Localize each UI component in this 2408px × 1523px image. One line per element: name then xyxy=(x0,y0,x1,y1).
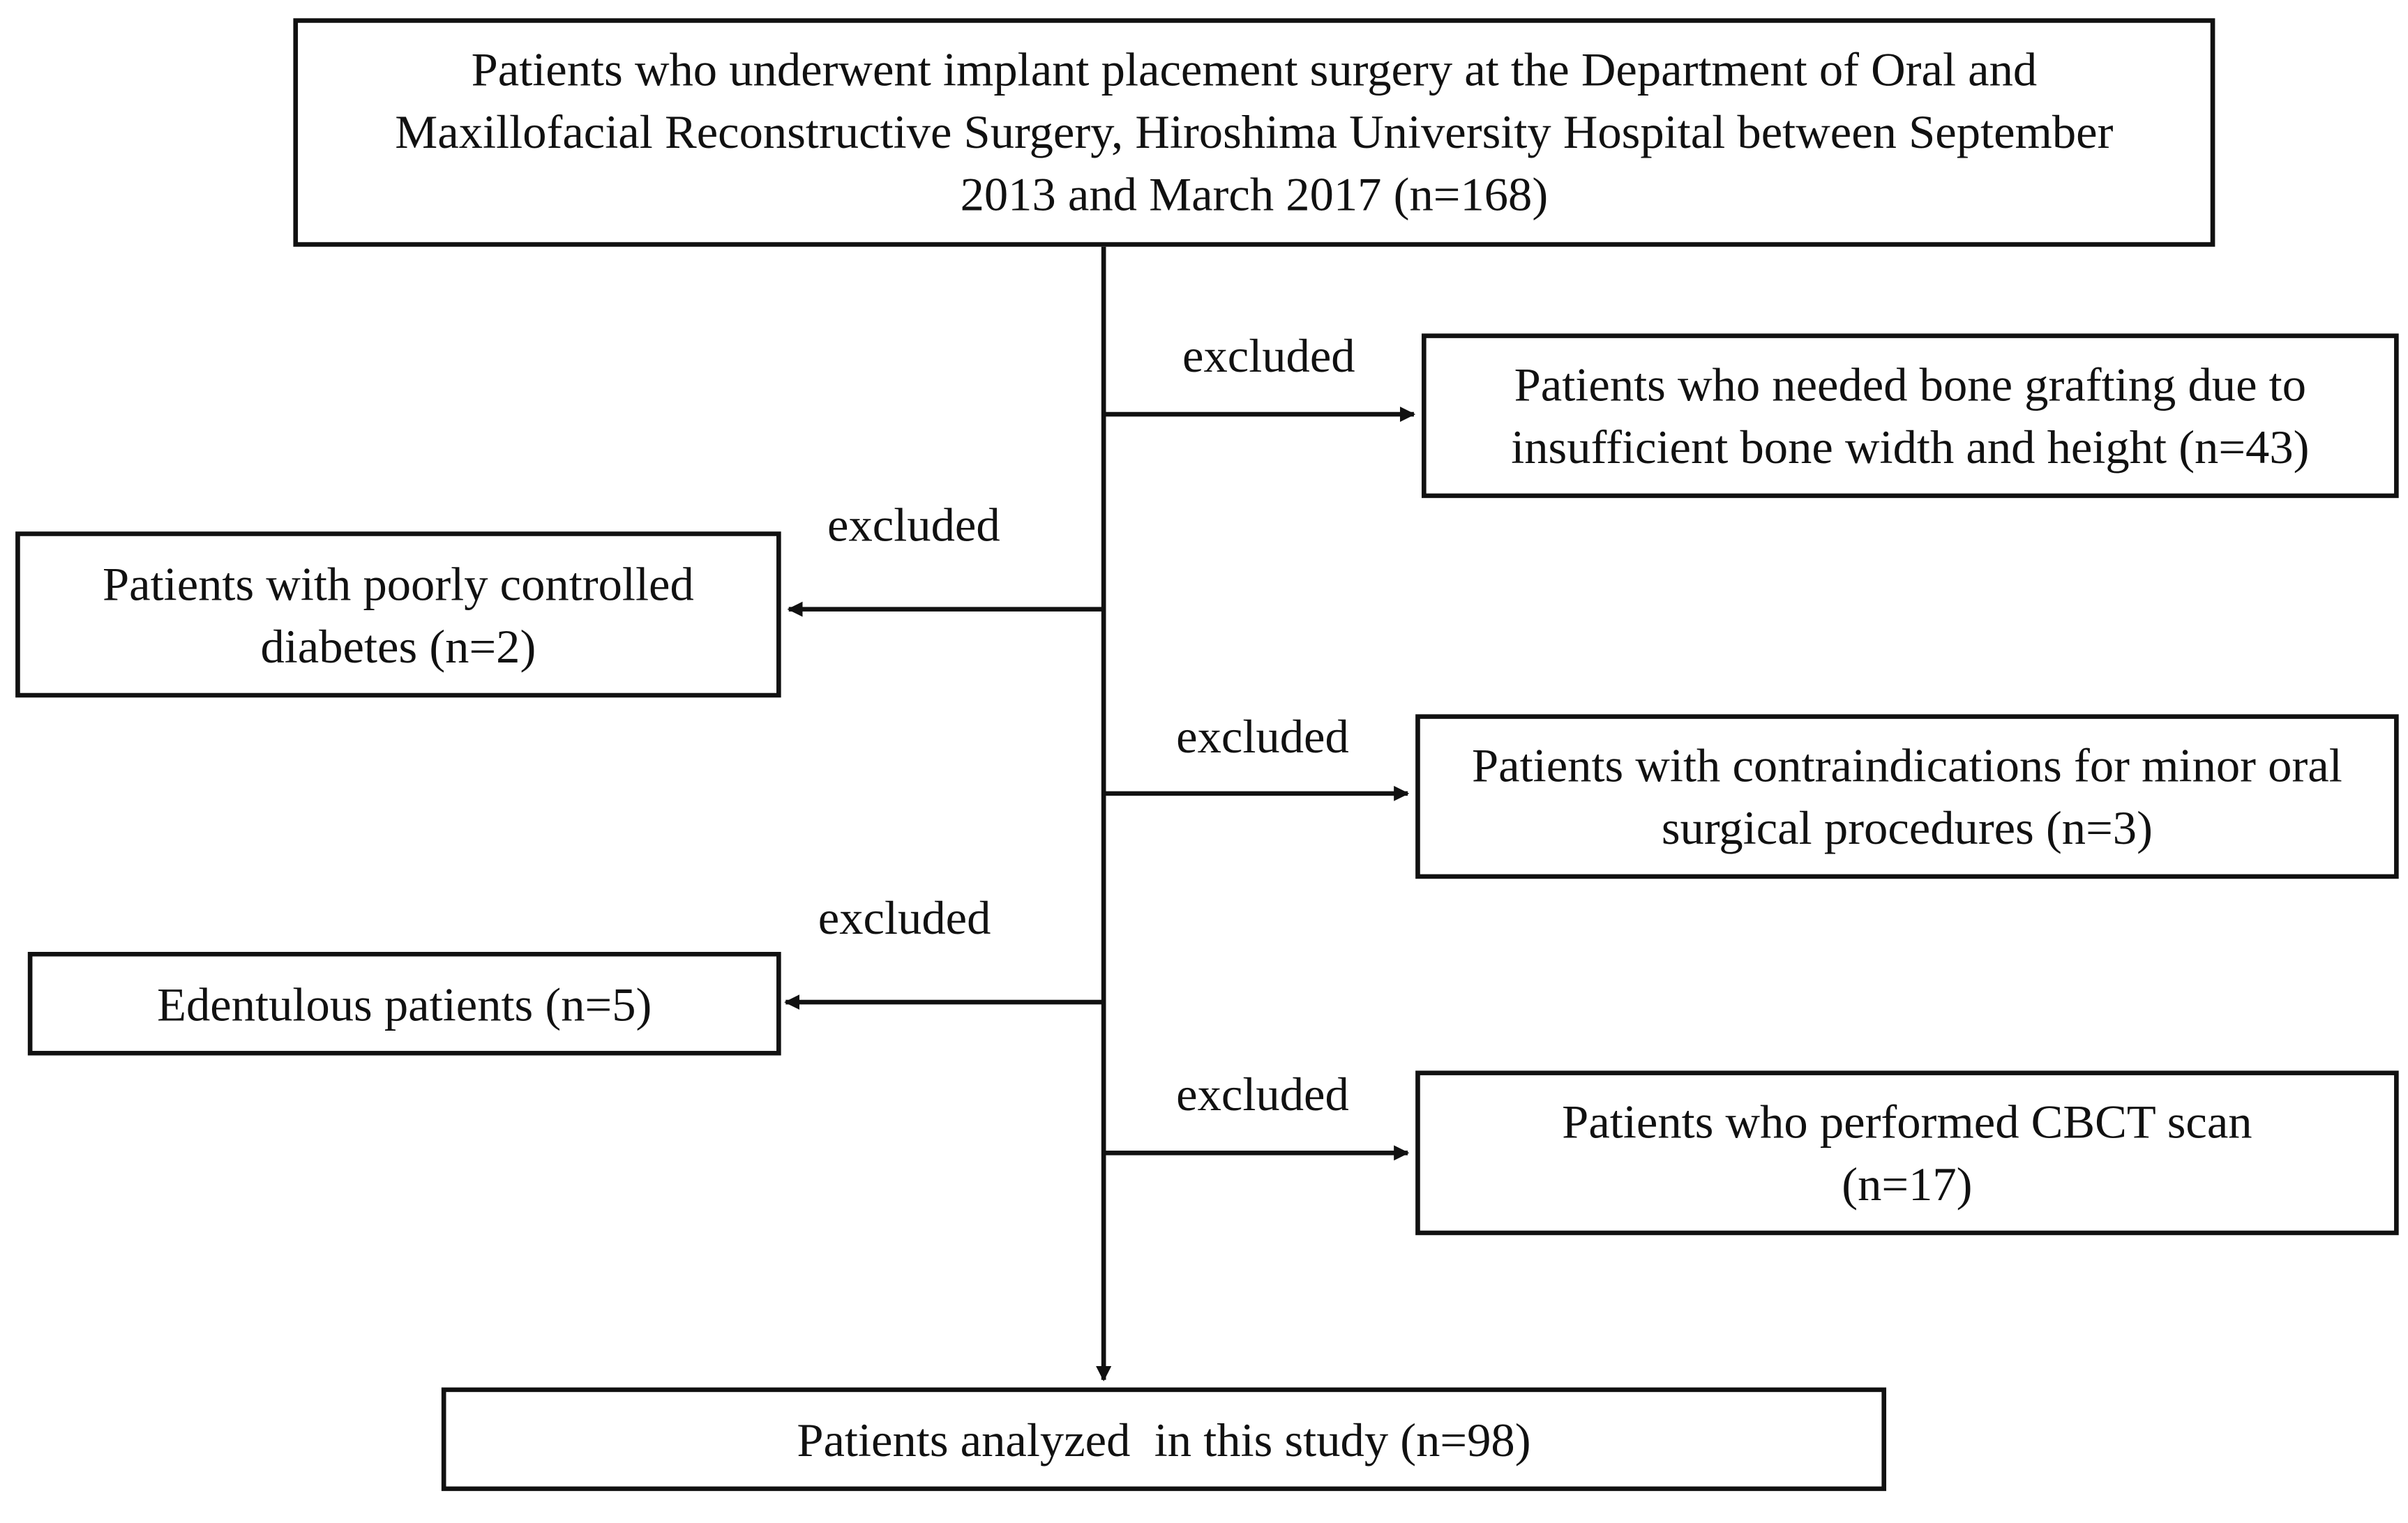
exclusion-box-diabetes: Patients with poorly controlled diabetes… xyxy=(15,531,781,698)
exclusion-text-edentulous: Edentulous patients (n=5) xyxy=(157,977,652,1031)
source-population-text: Patients who underwent implant placement… xyxy=(395,42,2114,220)
exclusion-text-contraindications: Patients with contraindications for mino… xyxy=(1472,738,2342,855)
exclusion-box-bone-grafting: Patients who needed bone grafting due to… xyxy=(1421,333,2399,499)
excluded-label-bone-grafting: excluded xyxy=(1182,328,1355,383)
excluded-label-diabetes: excluded xyxy=(827,498,1000,552)
source-population-box: Patients who underwent implant placement… xyxy=(293,18,2215,247)
analyzed-patients-text: Patients analyzed in this study (n=98) xyxy=(797,1412,1531,1467)
exclusion-text-cbct: Patients who performed CBCT scan (n=17) xyxy=(1562,1095,2252,1211)
excluded-label-edentulous: excluded xyxy=(818,891,991,945)
exclusion-text-diabetes: Patients with poorly controlled diabetes… xyxy=(102,556,694,673)
excluded-label-cbct: excluded xyxy=(1176,1067,1349,1121)
exclusion-box-contraindications: Patients with contraindications for mino… xyxy=(1415,714,2399,879)
analyzed-patients-box: Patients analyzed in this study (n=98) xyxy=(441,1387,1887,1492)
excluded-label-contraindications: excluded xyxy=(1176,709,1349,764)
exclusion-box-edentulous: Edentulous patients (n=5) xyxy=(27,952,781,1056)
exclusion-box-cbct: Patients who performed CBCT scan (n=17) xyxy=(1415,1070,2399,1236)
exclusion-text-bone-grafting: Patients who needed bone grafting due to… xyxy=(1511,358,2310,474)
